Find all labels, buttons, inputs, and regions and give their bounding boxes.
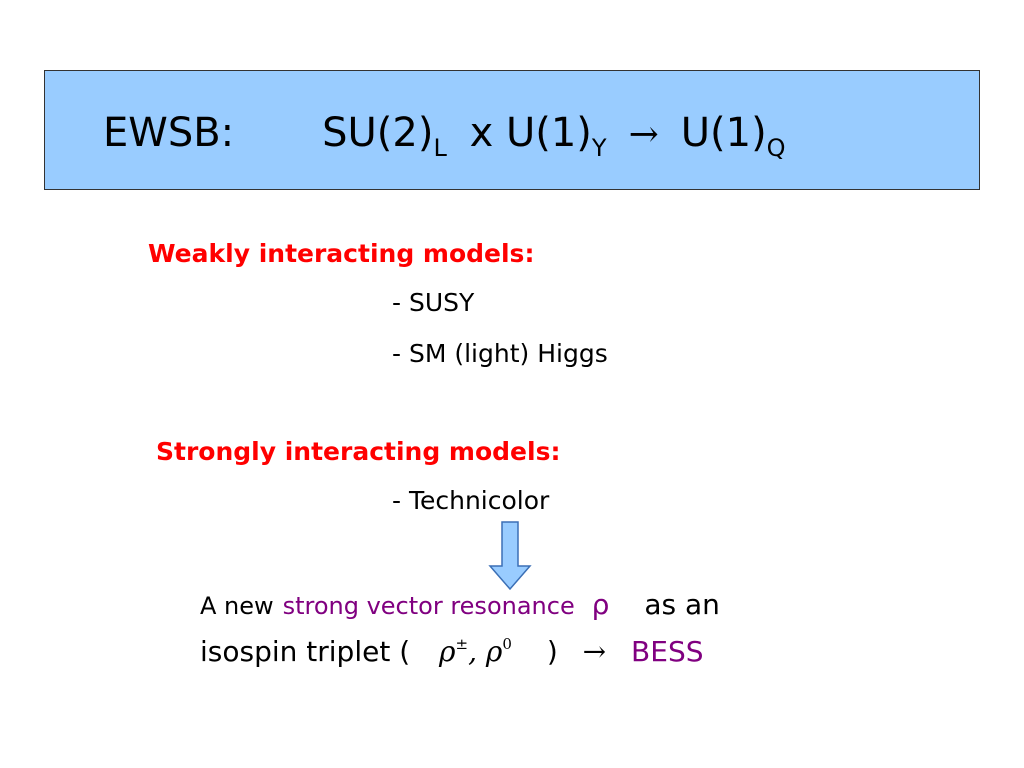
weak-item-susy: - SUSY <box>392 288 475 317</box>
weak-item-sm-higgs: - SM (light) Higgs <box>392 339 608 368</box>
conclusion-close-paren: ) <box>546 635 558 668</box>
su2-subscript: L <box>433 134 447 162</box>
rho-pm: ρ <box>439 635 456 668</box>
bess-label: BESS <box>631 635 704 668</box>
u1q-subscript: Q <box>766 134 786 162</box>
conclusion-part3: as an <box>644 588 720 621</box>
conclusion-line2-start: isospin triplet ( <box>200 635 411 668</box>
rho-zero: ρ <box>485 635 503 668</box>
times-symbol: x <box>469 110 494 156</box>
right-arrow-icon: → <box>628 114 659 155</box>
conclusion-line-2: isospin triplet ( ρ±, ρ0 ) → BESS <box>200 635 704 668</box>
zero-superscript: 0 <box>502 635 512 653</box>
su2-symbol: SU(2) <box>322 110 434 156</box>
u1q-symbol: U(1) <box>680 110 767 156</box>
strong-heading: Strongly interacting models: <box>156 437 561 466</box>
formula-comma: , <box>468 635 477 668</box>
weak-heading: Weakly interacting models: <box>148 239 535 268</box>
title-label: EWSB: <box>103 110 235 156</box>
u1-subscript: Y <box>591 134 607 162</box>
title-box: EWSB:SU(2)L x U(1)Y→U(1)Q <box>44 70 980 190</box>
arrow-to-bess-icon: → <box>582 635 607 668</box>
u1-symbol: U(1) <box>505 110 592 156</box>
strong-item-technicolor: - Technicolor <box>392 486 550 515</box>
conclusion-part1: A new <box>200 592 274 620</box>
down-arrow-icon <box>488 521 532 591</box>
title-formula: EWSB:SU(2)L x U(1)Y→U(1)Q <box>103 107 786 161</box>
pm-superscript: ± <box>455 635 469 653</box>
conclusion-line-1: A new strong vector resonance ρ as an <box>200 588 720 621</box>
rho-triplet-formula: ρ±, ρ0 <box>439 635 512 668</box>
rho-symbol: ρ <box>591 588 610 621</box>
conclusion-highlight: strong vector resonance <box>282 592 575 620</box>
